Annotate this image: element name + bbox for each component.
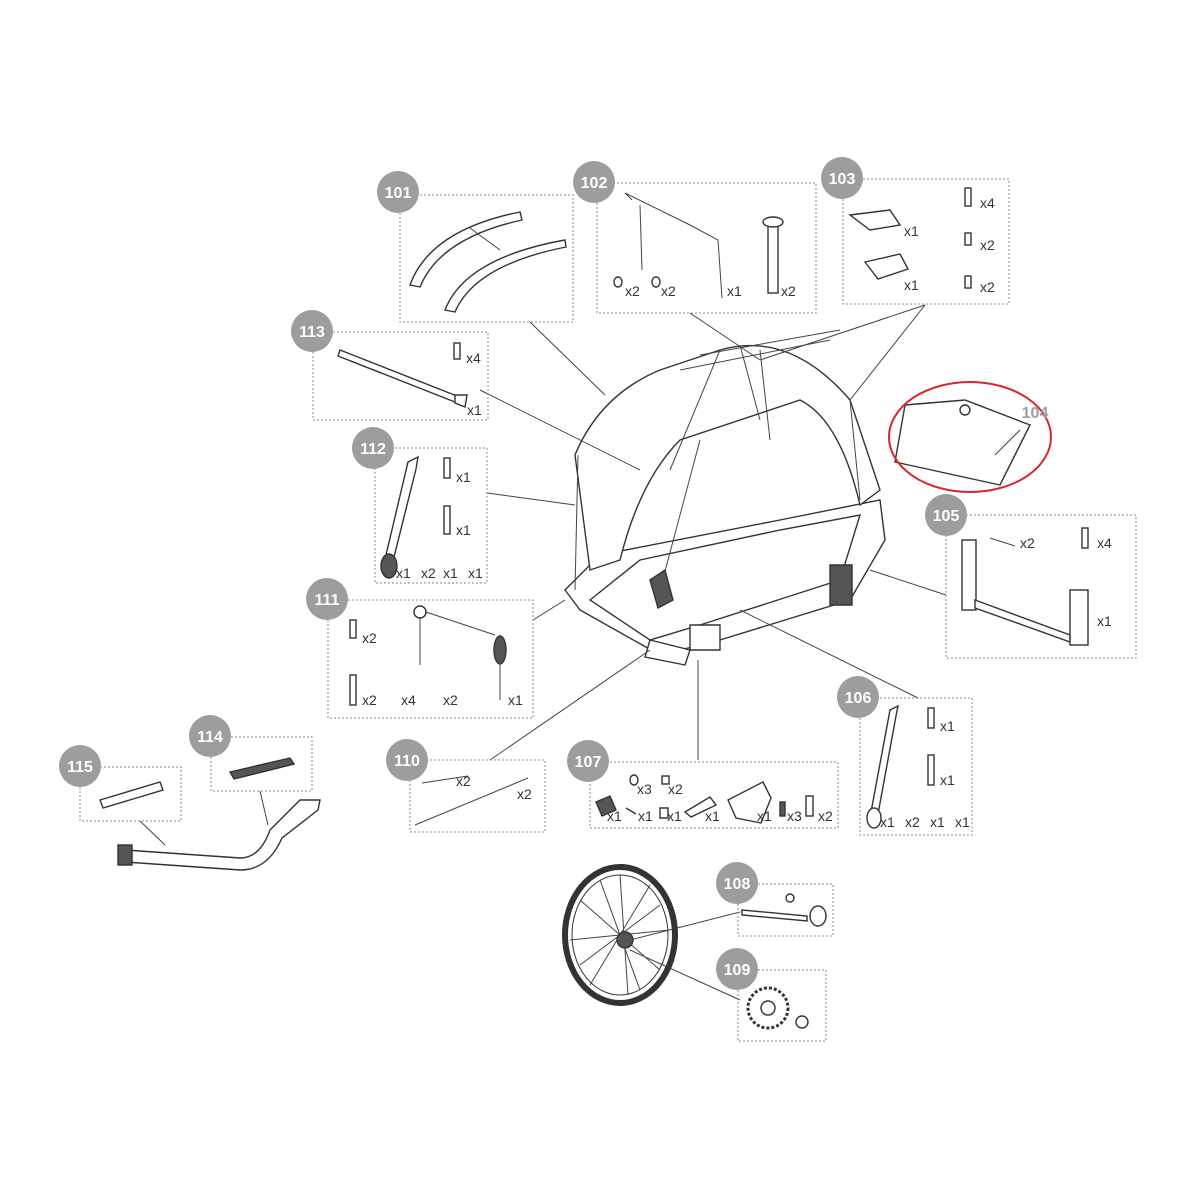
quantity-label: x1 bbox=[456, 469, 471, 485]
quantity-label: x2 bbox=[980, 237, 995, 253]
tow-bar bbox=[124, 799, 321, 871]
quantity-label: x4 bbox=[466, 350, 481, 366]
part-number-101: 101 bbox=[385, 185, 412, 202]
quantity-label: x1 bbox=[456, 522, 471, 538]
quantity-label: x2 bbox=[668, 781, 683, 797]
part-group-115[interactable]: 115 bbox=[59, 745, 182, 822]
wheel bbox=[562, 864, 678, 1006]
quantity-label: x1 bbox=[930, 814, 945, 830]
quantity-label: x2 bbox=[625, 283, 640, 299]
quantity-label: x1 bbox=[705, 808, 720, 824]
quantity-label: x2 bbox=[362, 630, 377, 646]
quantity-label: x2 bbox=[818, 808, 833, 824]
highlight-ellipse bbox=[888, 381, 1052, 493]
quantity-label: x2 bbox=[443, 692, 458, 708]
quantity-label: x1 bbox=[667, 808, 682, 824]
quantity-label: x1 bbox=[940, 772, 955, 788]
quantity-label: x4 bbox=[401, 692, 416, 708]
part-number-109: 109 bbox=[724, 962, 751, 979]
part-number-114: 114 bbox=[197, 729, 223, 746]
part-number-111: 111 bbox=[315, 592, 340, 609]
part-number-107: 107 bbox=[575, 754, 602, 771]
part-group-110[interactable]: x2 x2 110 bbox=[386, 739, 546, 833]
quantity-label: x2 bbox=[781, 283, 796, 299]
quantity-label: x1 bbox=[757, 808, 772, 824]
quantity-label: x1 bbox=[396, 565, 411, 581]
quantity-label: x2 bbox=[362, 692, 377, 708]
quantity-label: x4 bbox=[980, 195, 995, 211]
part-number-115: 115 bbox=[67, 759, 93, 776]
trailer-assembly bbox=[564, 329, 886, 666]
part-number-105: 105 bbox=[933, 508, 960, 525]
part-group-113[interactable]: x4 x1 113 bbox=[291, 310, 489, 421]
leader-lines bbox=[139, 304, 947, 1001]
quantity-label: x2 bbox=[980, 279, 995, 295]
part-number-112: 112 bbox=[360, 441, 386, 458]
quantity-label: x3 bbox=[787, 808, 802, 824]
part-group-111[interactable]: x2 x2 x4 x2 x1 111 bbox=[306, 578, 534, 719]
quantity-label: x2 bbox=[456, 773, 471, 789]
quantity-label: x1 bbox=[467, 402, 482, 418]
quantity-label: x2 bbox=[1020, 535, 1035, 551]
part-group-106[interactable]: x1 x1 x1 x2 x1 x1 106 bbox=[837, 676, 973, 836]
quantity-label: x4 bbox=[1097, 535, 1112, 551]
quantity-label: x1 bbox=[904, 277, 919, 293]
quantity-label: x1 bbox=[904, 223, 919, 239]
quantity-label: x1 bbox=[880, 814, 895, 830]
part-group-108[interactable]: 108 bbox=[716, 862, 834, 937]
part-group-105[interactable]: x2 x4 x1 105 bbox=[925, 494, 1137, 659]
quantity-label: x2 bbox=[661, 283, 676, 299]
quantity-label: x1 bbox=[638, 808, 653, 824]
quantity-label: x1 bbox=[443, 565, 458, 581]
quantity-label: x3 bbox=[637, 781, 652, 797]
part-number-108: 108 bbox=[724, 876, 751, 893]
part-group-112[interactable]: x1 x1 x1 x2 x1 x1 112 bbox=[352, 427, 488, 584]
quantity-label: x2 bbox=[421, 565, 436, 581]
part-number-110: 110 bbox=[394, 753, 420, 770]
quantity-label: x1 bbox=[727, 283, 742, 299]
part-group-109[interactable]: 109 bbox=[716, 948, 827, 1042]
quantity-label: x2 bbox=[905, 814, 920, 830]
quantity-label: x1 bbox=[607, 808, 622, 824]
part-group-104-highlighted[interactable]: 104 bbox=[888, 381, 1052, 493]
quantity-label: x2 bbox=[517, 786, 532, 802]
part-group-107[interactable]: x3 x2 x1 x1 x1 x1 x1 x3 x2 107 bbox=[567, 740, 839, 829]
quantity-label: x1 bbox=[1097, 613, 1112, 629]
part-group-103[interactable]: x1 x1 x4 x2 x2 103 bbox=[821, 157, 1010, 305]
part-group-102[interactable]: x2 x2 x1 x2 102 bbox=[573, 161, 817, 314]
part-number-113: 113 bbox=[299, 324, 325, 341]
part-group-114[interactable]: 114 bbox=[189, 715, 313, 792]
part-number-102: 102 bbox=[581, 175, 608, 192]
quantity-label: x1 bbox=[508, 692, 523, 708]
part-number-106: 106 bbox=[845, 690, 872, 707]
part-number-104: 104 bbox=[1022, 405, 1049, 422]
quantity-label: x1 bbox=[940, 718, 955, 734]
quantity-label: x1 bbox=[955, 814, 970, 830]
part-number-103: 103 bbox=[829, 171, 856, 188]
quantity-label: x1 bbox=[468, 565, 483, 581]
part-group-101[interactable]: 101 bbox=[377, 171, 574, 323]
